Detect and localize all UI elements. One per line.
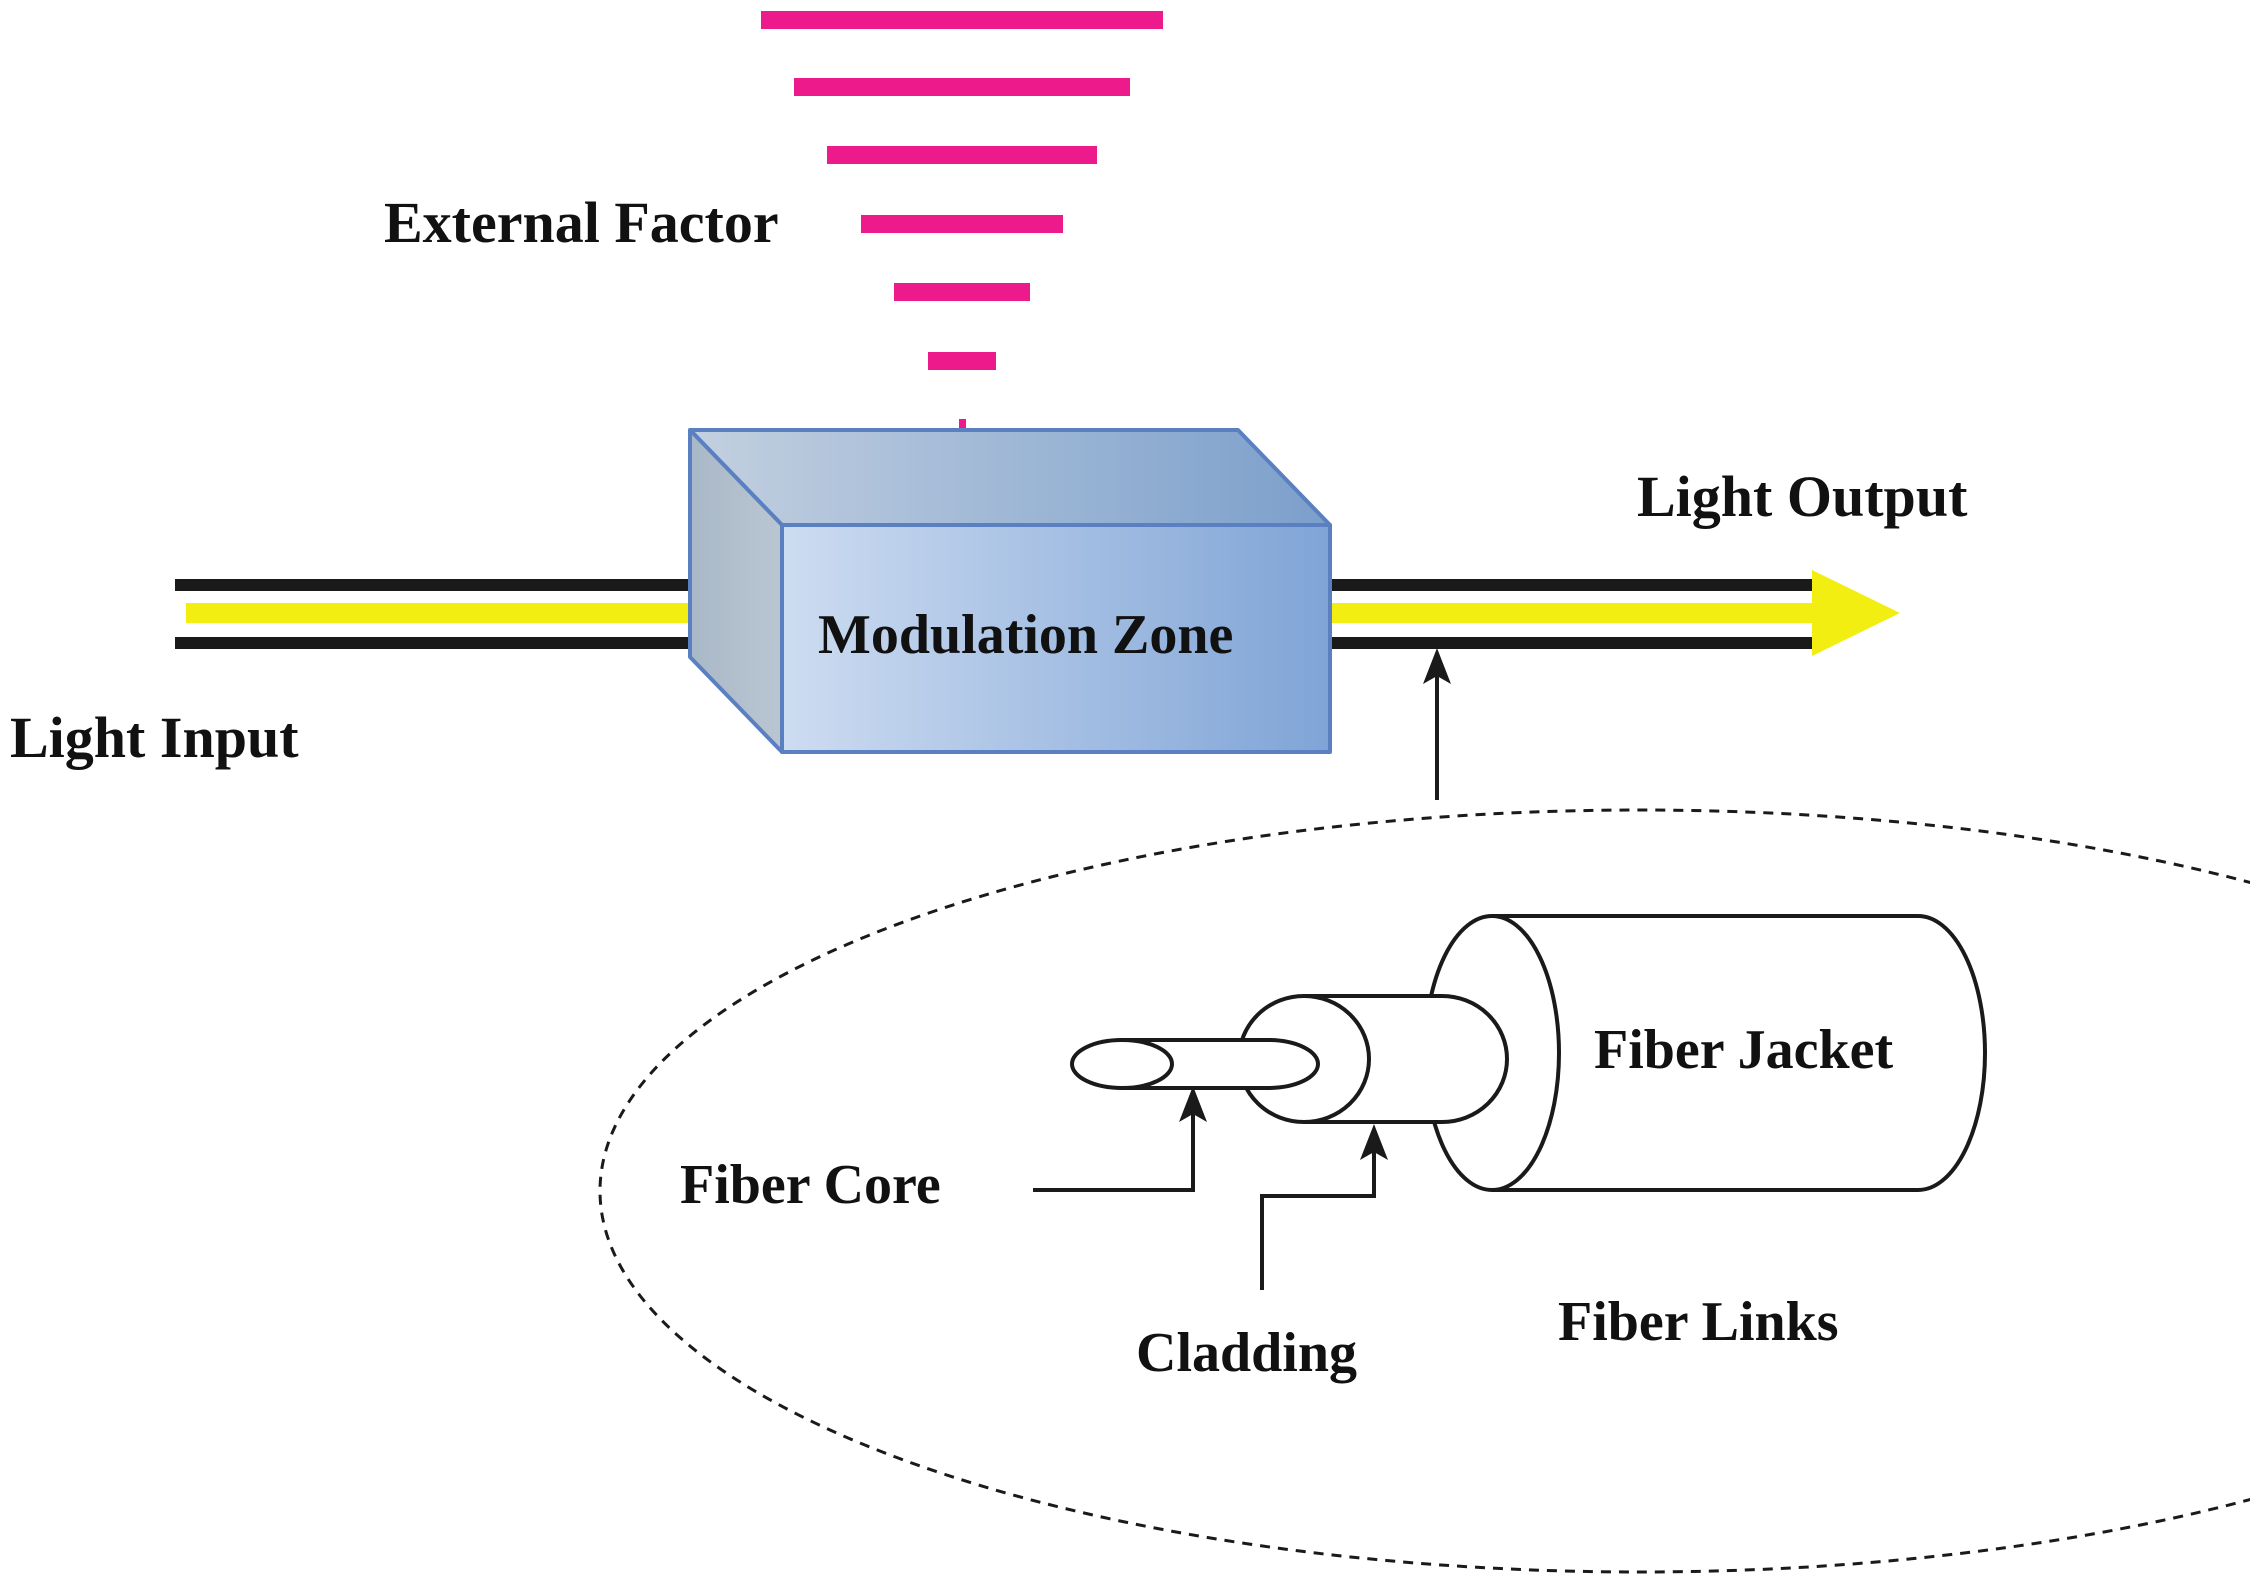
light-input-label: Light Input (10, 705, 299, 770)
fiber-core-pointer (1033, 1086, 1207, 1192)
external-factor-label: External Factor (384, 190, 779, 255)
input-light-beam (186, 603, 706, 623)
output-fiber (1330, 570, 1900, 656)
fiber-links-pointer (1423, 648, 1451, 800)
input-fiber-top-line (175, 579, 703, 591)
output-fiber-bottom-line (1330, 637, 1822, 649)
fiber-jacket-label: Fiber Jacket (1594, 1019, 1893, 1081)
external-factor-bars (761, 11, 1163, 437)
fiber-links-ellipse (598, 808, 2250, 1574)
modulation-box-front (780, 523, 1332, 754)
external-factor-bar (761, 11, 1163, 29)
modulation-zone-box (688, 428, 1332, 754)
fiber-jacket-body (1492, 914, 1987, 1192)
external-factor-bar (827, 146, 1097, 164)
cladding-pointer (1260, 1124, 1388, 1290)
output-arrow-head (1812, 570, 1900, 656)
modulation-box-top (688, 428, 1332, 527)
input-fiber-bottom-line (175, 637, 703, 649)
fiber-core-label: Fiber Core (680, 1154, 941, 1216)
fiber-cross-section (1070, 914, 1987, 1192)
external-factor-bar (794, 78, 1130, 96)
fiber-links-label: Fiber Links (1558, 1291, 1839, 1353)
external-factor-bar (928, 352, 996, 370)
modulation-zone-label: Modulation Zone (818, 604, 1233, 666)
fiber-core-arrow-head (1179, 1086, 1207, 1122)
output-light-beam (1330, 603, 1822, 623)
cladding-arrow-head (1360, 1124, 1388, 1160)
fiber-core-end (1070, 1038, 1174, 1090)
output-fiber-top-line (1330, 579, 1822, 591)
cladding-label: Cladding (1136, 1322, 1357, 1384)
external-factor-bar (894, 283, 1030, 301)
fiber-links-arrow-head (1423, 648, 1451, 684)
light-output-label: Light Output (1637, 464, 1968, 529)
external-factor-bar (861, 215, 1063, 233)
fiber-core-body (1122, 1038, 1320, 1090)
